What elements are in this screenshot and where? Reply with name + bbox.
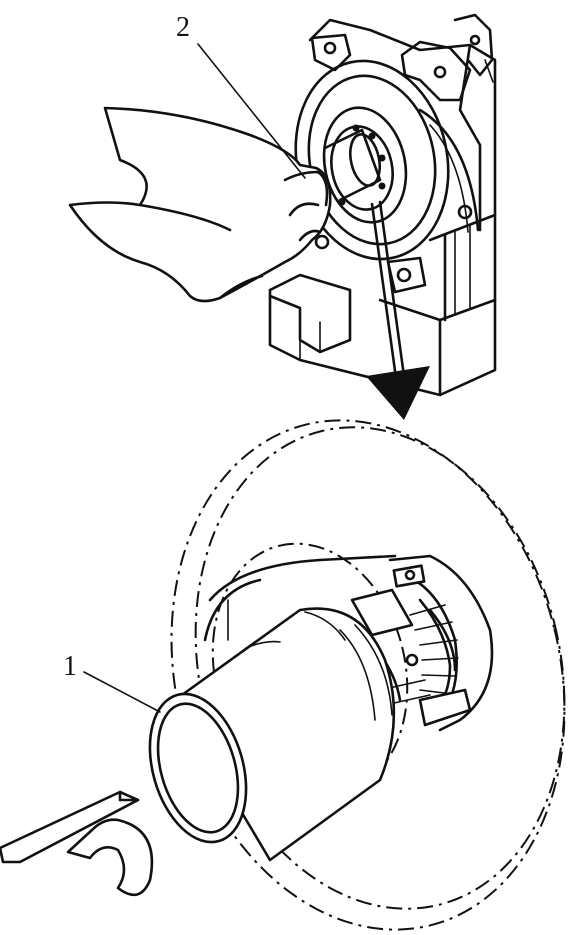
machine-housing: [268, 13, 497, 397]
leader-line-1: [83, 671, 161, 713]
seal-assembly: [0, 419, 566, 931]
callout-label-1: 1: [63, 651, 77, 682]
hand-illustration: [68, 106, 332, 303]
direction-arrow: [366, 200, 430, 420]
callout-label-2: 2: [176, 12, 190, 43]
leader-line-2: [197, 43, 306, 179]
